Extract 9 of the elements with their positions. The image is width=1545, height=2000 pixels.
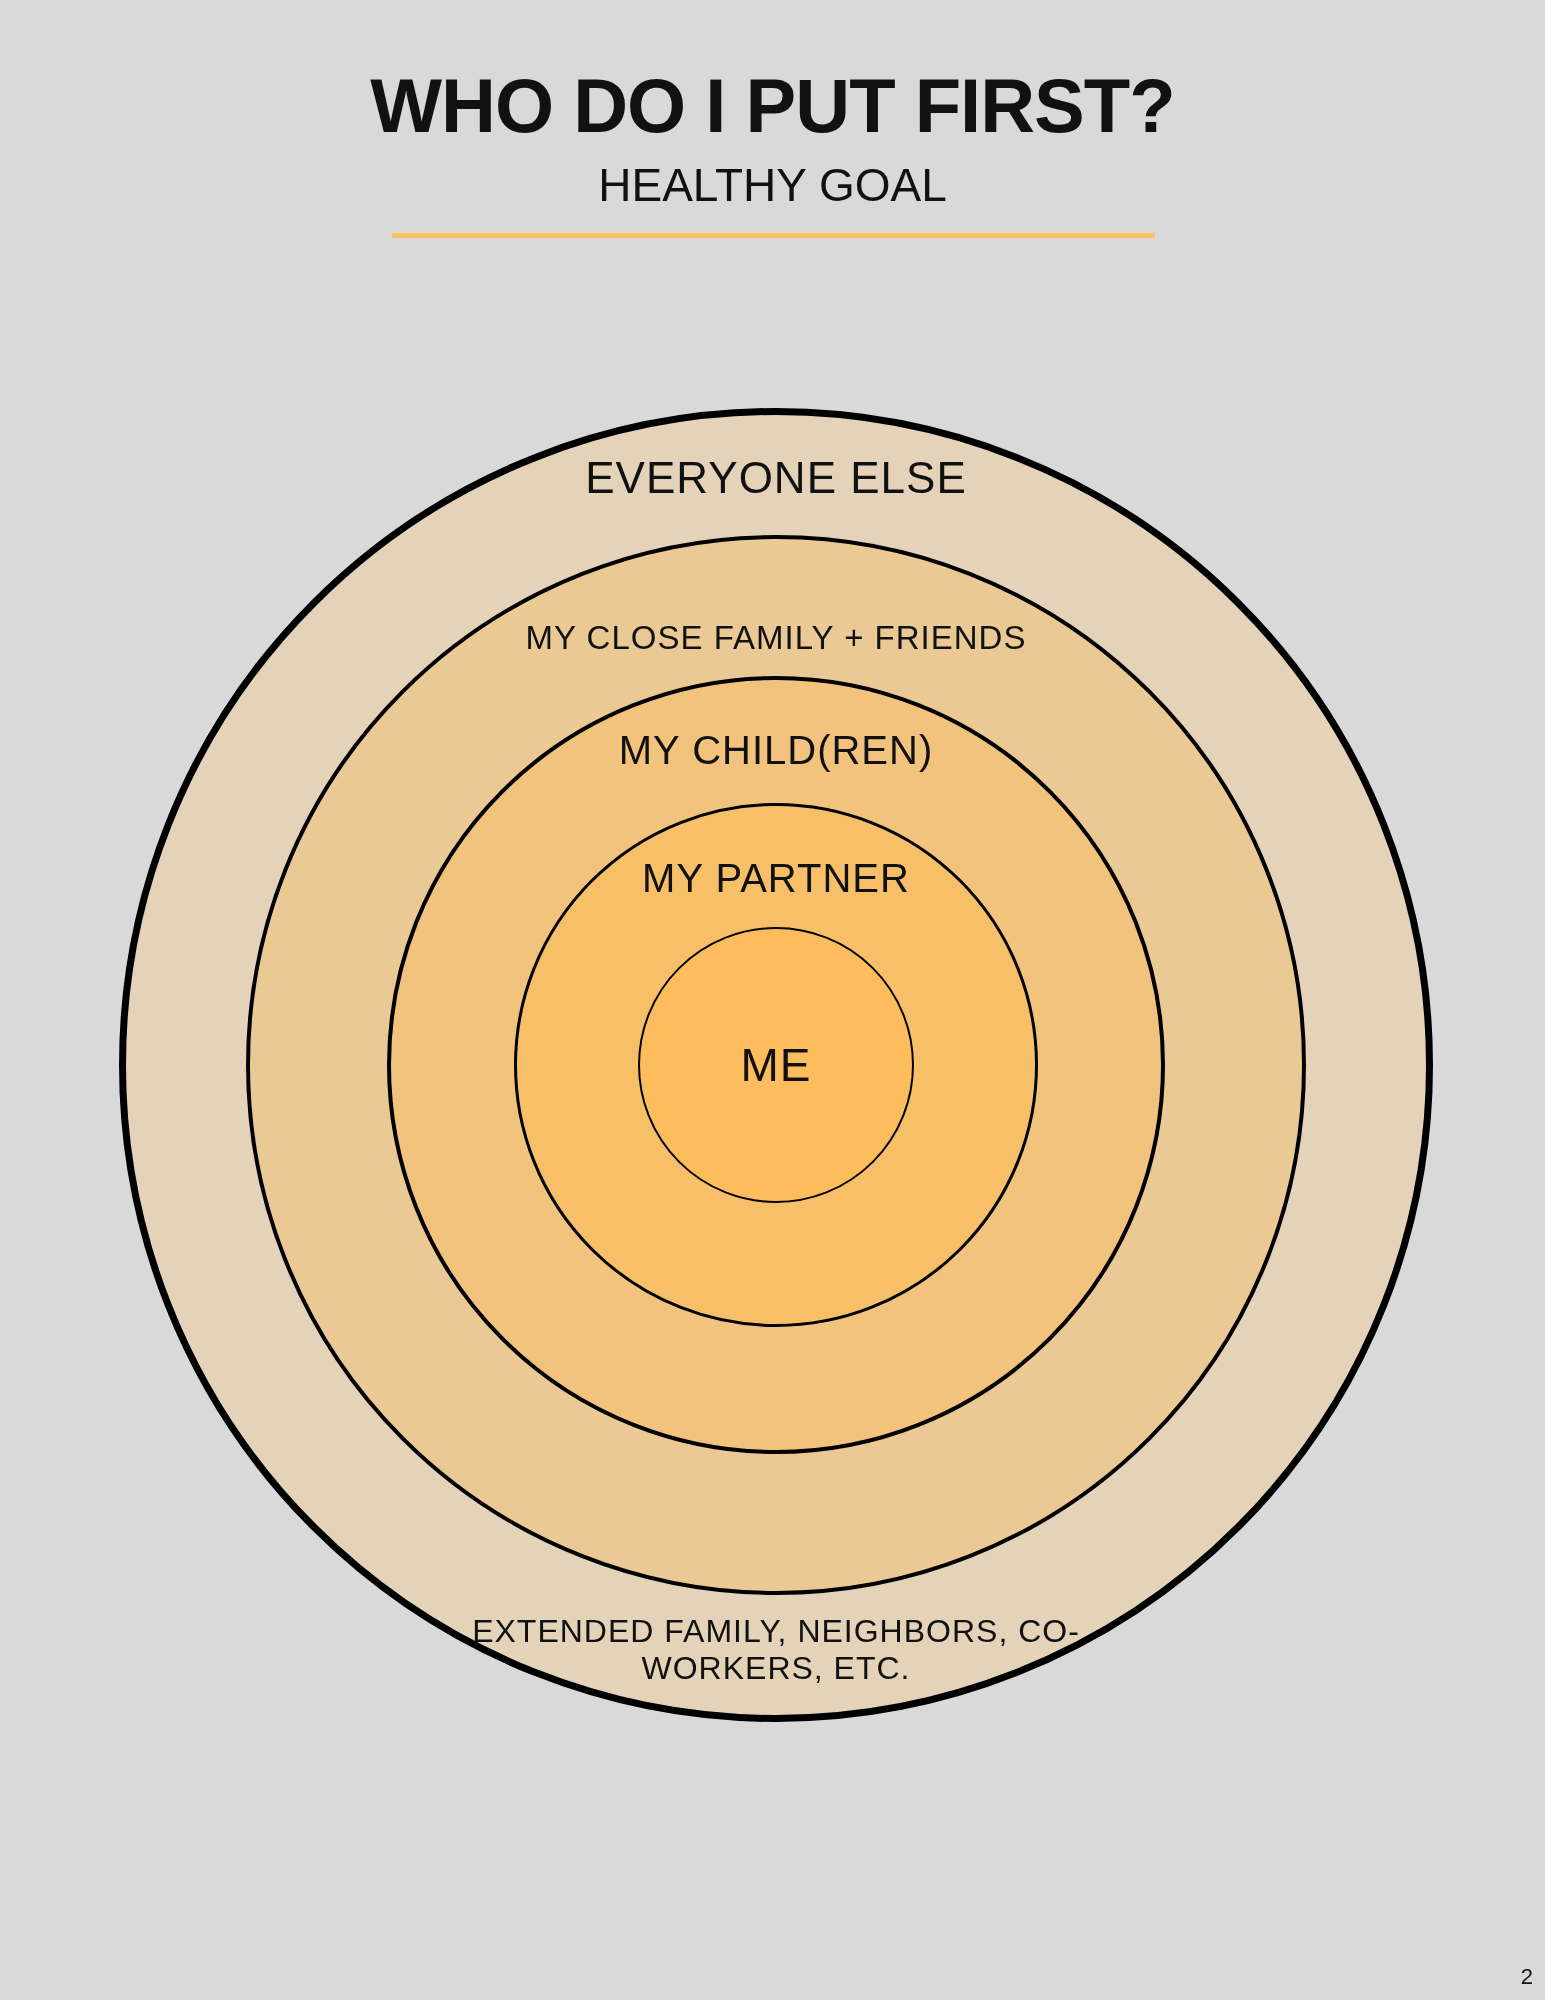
ring-label: MY PARTNER xyxy=(641,856,911,901)
ring-label: MY CLOSE FAMILY + FRIENDS xyxy=(524,619,1028,657)
subtitle: HEALTHY GOAL xyxy=(597,158,948,212)
ring-label: MY CHILD(REN) xyxy=(617,728,935,773)
ring-label: ME xyxy=(739,1038,813,1092)
ring-label: EVERYONE ELSE xyxy=(584,453,968,503)
title: WHO DO I PUT FIRST? xyxy=(369,62,1176,149)
ring-label: EXTENDED FAMILY, NEIGHBORS, CO-WORKERS, ETC. xyxy=(471,1613,1081,1687)
page-number: 2 xyxy=(1520,1964,1533,1990)
